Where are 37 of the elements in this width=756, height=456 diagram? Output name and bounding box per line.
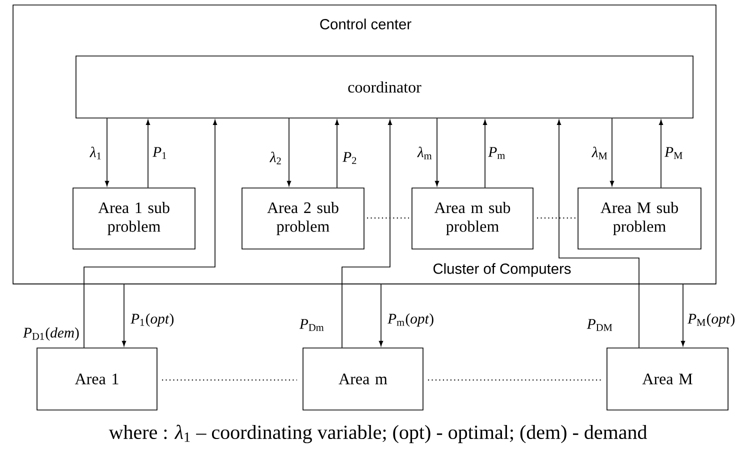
arrow [556, 120, 640, 348]
arrow [378, 284, 384, 346]
subproblem-box: Area M sub problem [578, 188, 702, 250]
arrow [434, 118, 440, 186]
edge-label: λ$_{m}$ [417, 146, 432, 160]
area-box: Area 1 [36, 348, 158, 410]
edge-label: P$_{DM}$ [586, 319, 612, 331]
arrow [286, 118, 292, 186]
edge-label: P$_{m}$ [488, 147, 505, 159]
edge-label: λ$_{M}$ [592, 146, 608, 160]
arrow [84, 120, 218, 348]
edge-label: P$_{D1}$(dem) [22, 327, 79, 341]
edge-label: P$_{M}$(opt) [688, 313, 735, 327]
arrow [146, 120, 150, 188]
edge-label: λ$_{2}$ [270, 152, 281, 164]
edge-label: P$_{1}$ [152, 147, 166, 159]
coordinator-box: coordinator [76, 56, 694, 118]
subproblem-box: Area 2 sub problem [242, 188, 364, 250]
area-box: Area m [302, 348, 424, 410]
arrow [104, 118, 110, 186]
arrow [610, 118, 614, 186]
arrow [658, 120, 664, 188]
subproblem-box: Area m sub problem [412, 188, 534, 250]
edge-label: P$_{2}$ [342, 152, 356, 164]
edge-label: P$_{1}$(opt) [130, 313, 174, 327]
edge-label: P$_{Dm}$ [299, 319, 324, 331]
subproblem-box: Area 1 sub problem [72, 188, 196, 250]
area-box: Area M [606, 348, 728, 410]
arrow [122, 284, 126, 346]
edge-label: λ$_{1}$ [90, 146, 101, 160]
arrow [482, 120, 488, 188]
caption: where : λ$_{1}$ – coordinating variable; (opt) - optimal; (dem) - demand [108, 424, 647, 444]
arrow [334, 120, 340, 188]
arrow [342, 120, 392, 348]
edge-label: P$_{M}$ [664, 147, 682, 159]
arrow [680, 284, 686, 346]
edge-label: P$_{m}$(opt) [388, 313, 434, 327]
